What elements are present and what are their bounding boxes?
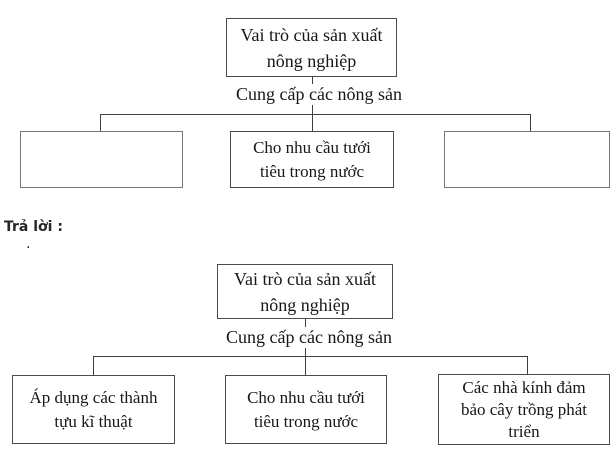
answer-child-box-right: Các nhà kính đảm bảo cây trồng phát triể… [438,374,610,445]
exercise-middle-line-1: Cho nhu cầu tưới [253,137,371,157]
connector-exercise-center-drop [312,105,313,131]
connector-answer-right-drop [527,356,528,375]
exercise-child-box-left-empty [20,131,183,188]
answer-right-line-1: Các nhà kính đảm [462,377,586,397]
answer-branch-label: Cung cấp các nông sản [226,327,392,347]
connector-exercise-root-tick [312,76,313,84]
answer-right-line-2: bảo cây trồng phát [460,399,588,419]
connector-answer-left-drop [93,356,94,375]
connector-exercise-left-drop [100,114,101,131]
answer-child-box-left: Áp dụng các thành tựu kĩ thuật [12,375,175,444]
answer-left-line-1: Áp dụng các thành [29,387,158,407]
answer-middle-line-2: tiêu trong nước [253,411,359,431]
answer-middle-line-1: Cho nhu cầu tưới [247,387,365,407]
exercise-child-box-middle: Cho nhu cầu tưới tiêu trong nước [230,131,394,188]
connector-answer-horizontal [93,356,528,357]
connector-answer-root-tick [305,318,306,327]
answer-right-line-3: triển [508,421,540,441]
exercise-middle-line-2: tiêu trong nước [259,161,365,181]
stray-period-mark: . [26,236,31,252]
answer-child-box-middle: Cho nhu cầu tưới tiêu trong nước [225,375,387,444]
answer-left-line-2: tựu kĩ thuật [54,411,133,431]
exercise-root-line-1: Vai trò của sản xuất [240,24,383,45]
exercise-root-box: Vai trò của sản xuất nông nghiệp [226,18,397,77]
connector-exercise-horizontal [100,114,531,115]
answer-root-box: Vai trò của sản xuất nông nghiệp [217,264,393,319]
connector-answer-center-drop [305,348,306,375]
connector-exercise-right-drop [530,114,531,131]
exercise-child-box-right-empty [444,131,610,188]
answer-section-label: Trả lời : [4,219,63,235]
answer-root-line-1: Vai trò của sản xuất [234,268,376,289]
exercise-branch-label: Cung cấp các nông sản [236,84,402,104]
exercise-root-line-2: nông nghiệp [266,50,357,71]
answer-root-line-2: nông nghiệp [260,294,350,315]
